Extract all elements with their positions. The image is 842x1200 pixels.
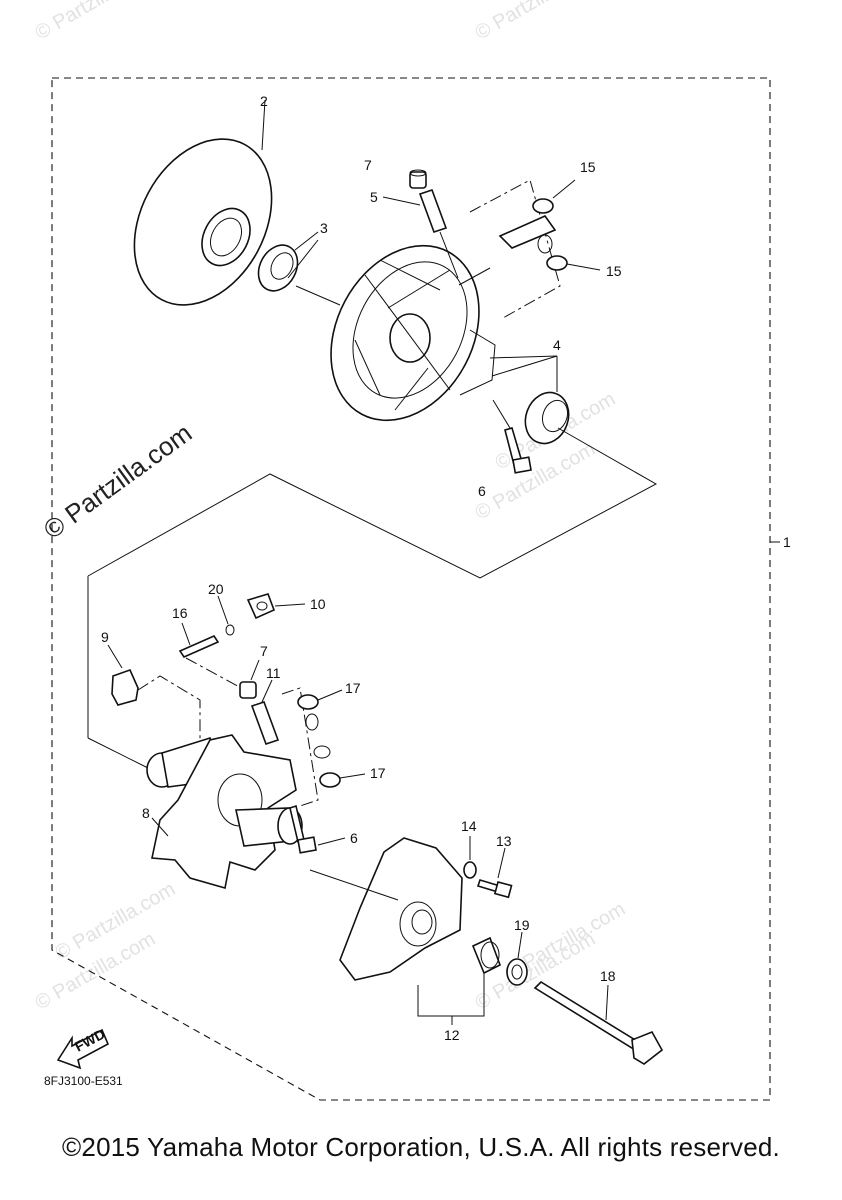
- part-6-bolt-upper: [492, 399, 532, 474]
- part-13-bolt: [476, 847, 513, 899]
- callout-7-lower: 7: [260, 643, 268, 659]
- part-14-washer: [463, 836, 477, 879]
- callout-16: 16: [172, 605, 188, 621]
- callout-1: 1: [783, 534, 791, 550]
- part-8-spider: [146, 734, 303, 890]
- callout-9: 9: [101, 629, 109, 645]
- part-11-collar: [250, 679, 280, 746]
- callout-3: 3: [320, 220, 328, 236]
- part-12-cover: [309, 837, 501, 1025]
- part-5-collar-upper: [382, 188, 459, 279]
- part-17-group: [281, 687, 366, 807]
- partzilla-watermark: © Partzilla.com: [38, 418, 197, 545]
- callout-15-upper: 15: [580, 159, 596, 175]
- callout-17-upper: 17: [345, 680, 361, 696]
- callout-8: 8: [142, 805, 150, 821]
- part-4-housing: [330, 244, 496, 422]
- callout-7-upper: 7: [364, 157, 372, 173]
- connection-line-left-low: [87, 737, 149, 769]
- part-3-spacer: [257, 231, 341, 306]
- part-18-long-bolt: [533, 980, 664, 1065]
- callout-18: 18: [600, 968, 616, 984]
- part-9-block: [107, 644, 201, 760]
- callout-11: 11: [266, 665, 281, 681]
- drawing-code: 8FJ3100-E531: [44, 1074, 123, 1088]
- part-2-sheave: [133, 99, 273, 306]
- callouts: 1 2 3 4 5 6 6 7 7 8 9 10 11 12 13 14 15 …: [101, 93, 791, 1043]
- assembly-boundary: [51, 77, 771, 1101]
- callout-4: 4: [553, 337, 561, 353]
- callout-17-lower: 17: [370, 765, 386, 781]
- part-19-washer: [506, 931, 528, 986]
- part-10-weight: [246, 593, 306, 620]
- callout-10: 10: [310, 596, 326, 612]
- callout-5: 5: [370, 189, 378, 205]
- part-15-group: [458, 179, 601, 319]
- callout-6-lower: 6: [350, 830, 358, 846]
- copyright-footer: ©2015 Yamaha Motor Corporation, U.S.A. A…: [62, 1132, 780, 1162]
- part-4-collar: [489, 355, 570, 445]
- callout-6-upper: 6: [478, 483, 486, 499]
- callout-13: 13: [496, 833, 512, 849]
- fwd-arrow-icon: FWD: [56, 1026, 110, 1070]
- connection-frame: [87, 427, 658, 579]
- callout-2: 2: [260, 93, 268, 109]
- part-7-nut-upper: [409, 169, 427, 189]
- watermark-top-mid: © Partzilla.com: [472, 0, 600, 44]
- callout-15-lower: 15: [606, 263, 622, 279]
- watermark-top-left: © Partzilla.com: [32, 0, 160, 44]
- part-16-pin: [178, 622, 246, 691]
- watermarks: © Partzilla.com © Partzilla.com © Partzi…: [32, 0, 630, 1014]
- part-7-nut-lower: [239, 659, 260, 699]
- part-20-oring: [217, 595, 235, 636]
- callout-12: 12: [444, 1027, 460, 1043]
- callout-19: 19: [514, 917, 530, 933]
- callout-14: 14: [461, 818, 477, 834]
- part-6-bolt-lower: [289, 804, 346, 854]
- callout-20: 20: [208, 581, 224, 597]
